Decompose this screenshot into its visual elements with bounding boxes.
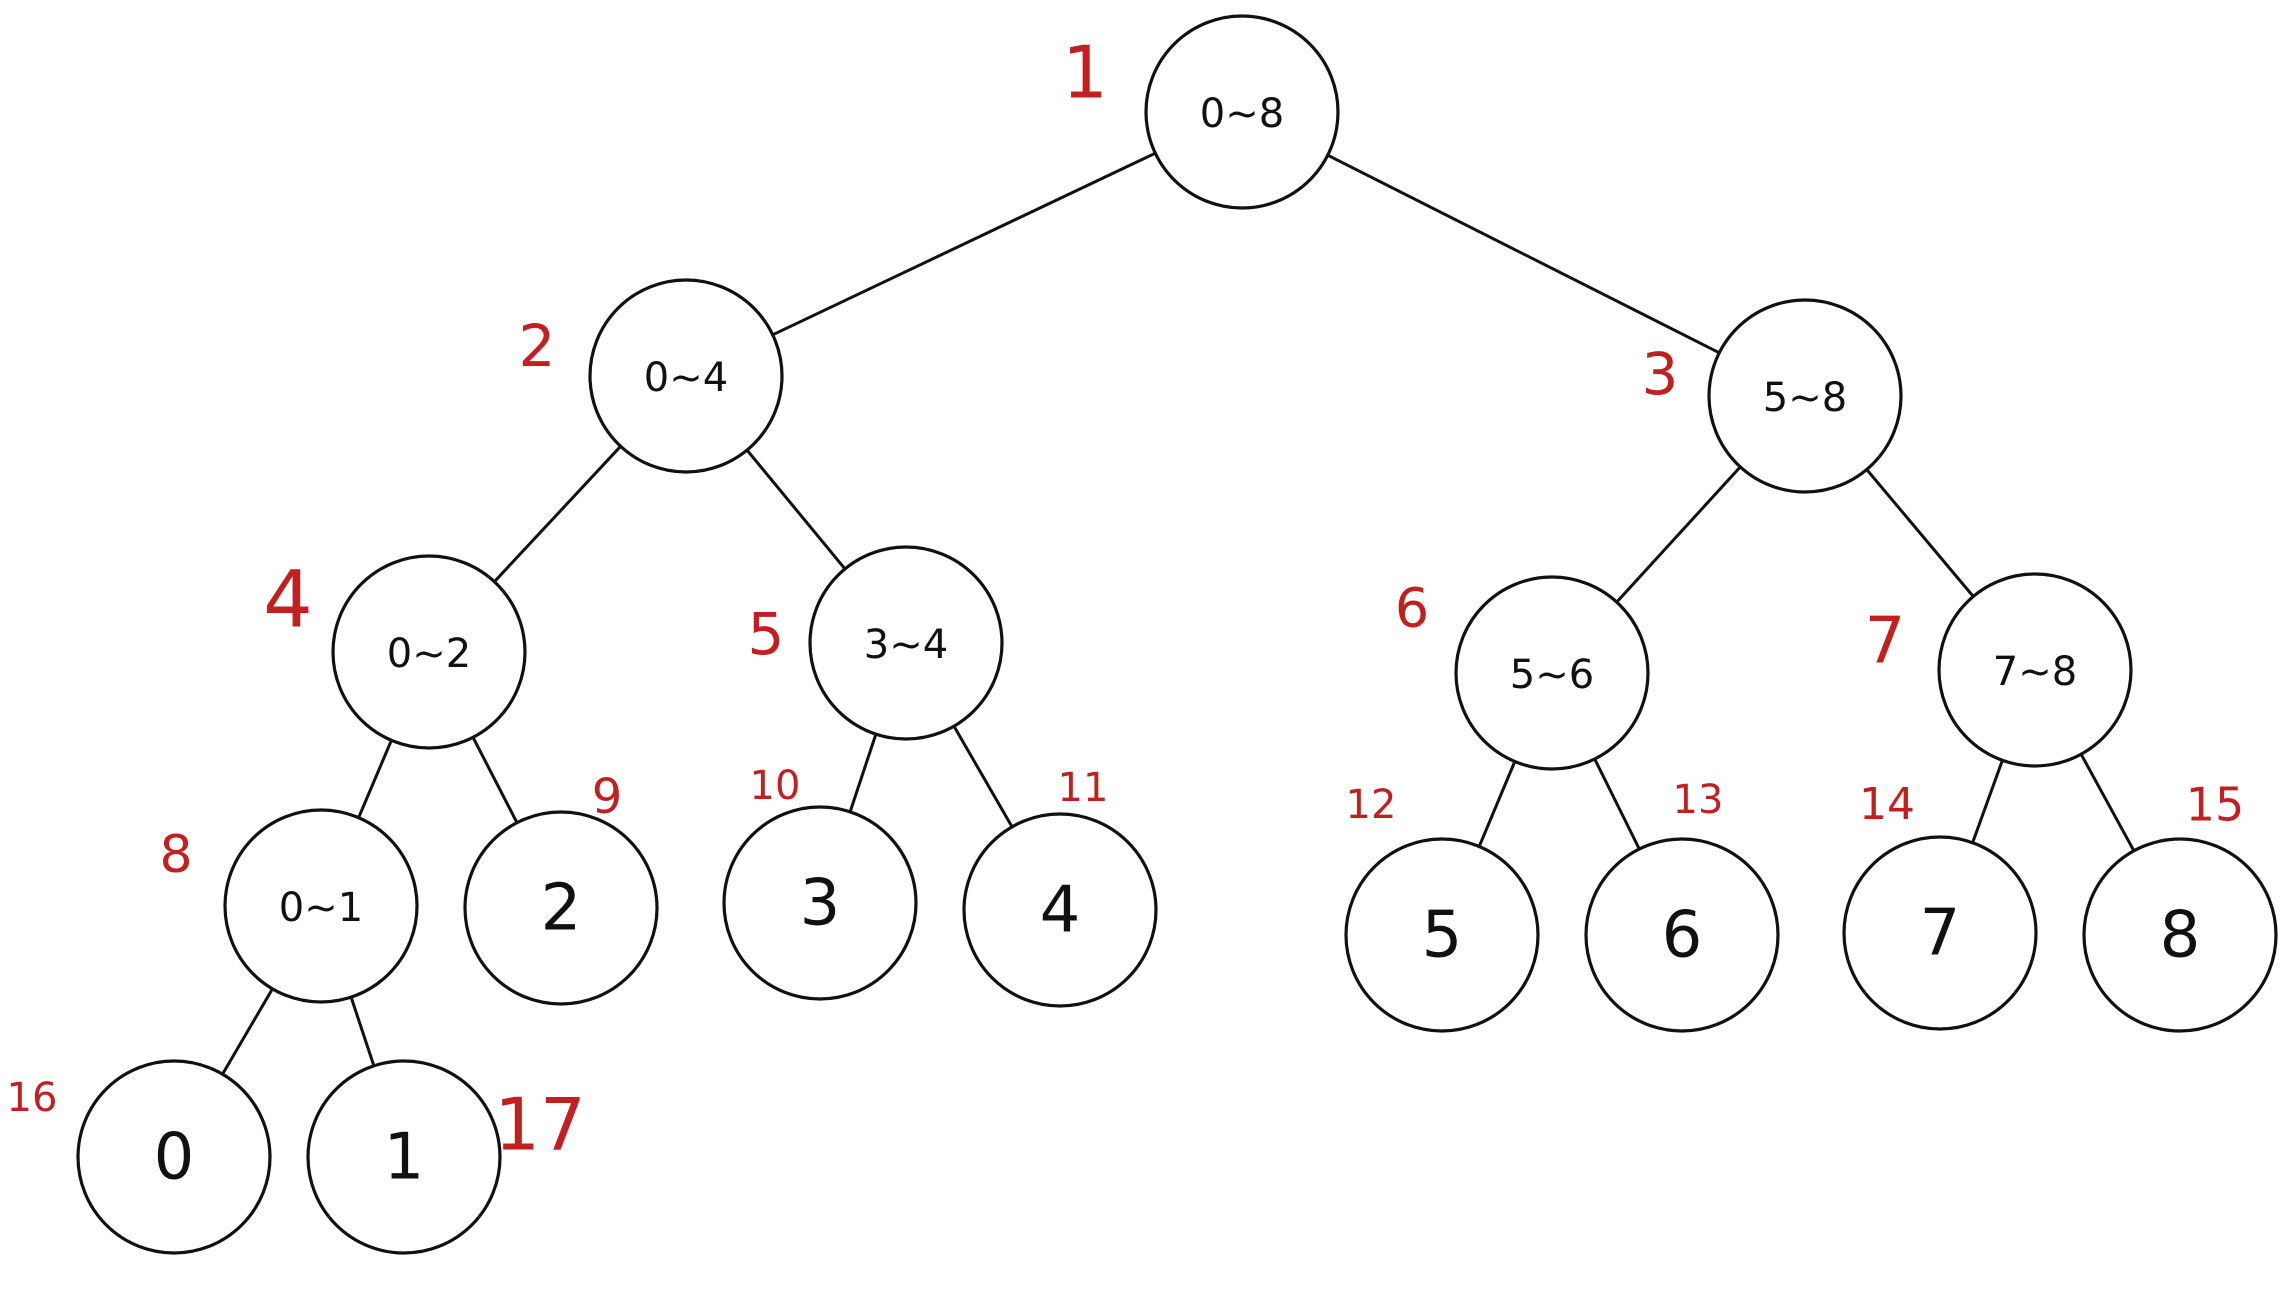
node-circle-9 xyxy=(463,810,659,1006)
edge-2-4 xyxy=(492,444,623,584)
tree-node-12: 5 xyxy=(1344,837,1540,1033)
node-index-label-11: 11 xyxy=(1058,765,1109,811)
tree-node-11: 4 xyxy=(962,812,1158,1008)
tree-node-1: 0~8 xyxy=(1144,14,1340,210)
node-range-label: 2 xyxy=(541,872,582,946)
edge-8-16 xyxy=(221,987,274,1076)
tree-node-17: 1 xyxy=(306,1059,502,1255)
edge-3-7 xyxy=(1865,468,1975,598)
node-range-label: 5~8 xyxy=(1763,375,1847,421)
edge-7-14 xyxy=(1971,758,2004,845)
node-index-label-2: 2 xyxy=(519,312,556,380)
node-range-label: 8 xyxy=(2160,899,2201,973)
tree-node-15: 8 xyxy=(2082,837,2278,1033)
node-circle-16 xyxy=(76,1059,272,1255)
node-circle-14 xyxy=(1842,835,2038,1031)
node-index-label-1: 1 xyxy=(1062,31,1108,115)
node-range-label: 0~8 xyxy=(1200,91,1284,137)
tree-node-7: 7~8 xyxy=(1937,572,2133,768)
node-range-label: 0~1 xyxy=(279,885,363,931)
node-range-label: 1 xyxy=(384,1121,425,1195)
node-circle-6 xyxy=(1454,575,1650,771)
node-index-label-10: 10 xyxy=(750,763,801,809)
tree-node-8: 0~1 xyxy=(223,808,419,1004)
edge-1-2 xyxy=(771,151,1157,337)
node-circle-13 xyxy=(1584,837,1780,1033)
node-range-label: 3~4 xyxy=(864,622,948,668)
edge-7-15 xyxy=(2079,752,2136,853)
edge-8-17 xyxy=(349,995,376,1068)
edges-layer xyxy=(221,151,2136,1076)
node-circle-1 xyxy=(1144,14,1340,210)
node-index-label-12: 12 xyxy=(1346,782,1397,828)
edge-6-13 xyxy=(1593,757,1641,851)
node-circle-10 xyxy=(722,805,918,1001)
node-index-label-9: 9 xyxy=(592,769,623,825)
node-index-label-8: 8 xyxy=(159,825,192,885)
tree-node-14: 7 xyxy=(1842,835,2038,1031)
node-range-label: 0~2 xyxy=(387,631,471,677)
node-range-label: 5 xyxy=(1422,899,1463,973)
node-index-label-16: 16 xyxy=(7,1075,58,1121)
node-index-label-17: 17 xyxy=(494,1083,586,1167)
node-range-label: 7~8 xyxy=(1993,649,2077,695)
tree-node-13: 6 xyxy=(1584,837,1780,1033)
node-range-label: 0 xyxy=(154,1121,195,1195)
node-circle-12 xyxy=(1344,837,1540,1033)
tree-node-9: 2 xyxy=(463,810,659,1006)
node-range-label: 6 xyxy=(1662,899,1703,973)
tree-node-4: 0~2 xyxy=(331,554,527,750)
tree-node-10: 3 xyxy=(722,805,918,1001)
node-circle-2 xyxy=(588,278,784,474)
node-index-label-3: 3 xyxy=(1642,340,1679,408)
edge-3-6 xyxy=(1615,465,1742,604)
tree-node-16: 0 xyxy=(76,1059,272,1255)
node-circle-7 xyxy=(1937,572,2133,768)
node-index-label-13: 13 xyxy=(1673,777,1724,823)
edge-5-11 xyxy=(952,724,1014,829)
edge-4-8 xyxy=(357,738,393,820)
edge-6-12 xyxy=(1477,760,1517,848)
node-range-label: 4 xyxy=(1040,874,1081,948)
node-range-label: 7 xyxy=(1920,897,1961,971)
nodes-layer: 0~8 0~4 5~8 0~2 3~4 5~6 7~8 0~1 2 3 4 5 6 7 8 0 1 xyxy=(76,14,2278,1255)
node-range-label: 0~4 xyxy=(644,355,728,401)
node-range-label: 3 xyxy=(800,867,841,941)
node-circle-11 xyxy=(962,812,1158,1008)
node-index-label-4: 4 xyxy=(263,555,313,645)
node-circle-3 xyxy=(1707,298,1903,494)
node-index-label-15: 15 xyxy=(2186,778,2245,832)
edge-4-9 xyxy=(471,735,519,825)
node-index-label-6: 6 xyxy=(1395,577,1429,640)
node-circle-17 xyxy=(306,1059,502,1255)
edge-2-5 xyxy=(745,448,847,571)
node-range-label: 5~6 xyxy=(1510,652,1594,698)
node-circle-15 xyxy=(2082,837,2278,1033)
node-circle-5 xyxy=(808,545,1004,741)
edge-1-3 xyxy=(1326,153,1721,355)
node-circle-8 xyxy=(223,808,419,1004)
edge-5-10 xyxy=(848,732,878,814)
tree-node-5: 3~4 xyxy=(808,545,1004,741)
node-index-label-14: 14 xyxy=(1859,779,1915,830)
node-index-label-7: 7 xyxy=(1865,605,1906,679)
tree-node-6: 5~6 xyxy=(1454,575,1650,771)
tree-node-3: 5~8 xyxy=(1707,298,1903,494)
node-circle-4 xyxy=(331,554,527,750)
tree-node-2: 0~4 xyxy=(588,278,784,474)
node-index-label-5: 5 xyxy=(748,600,785,668)
